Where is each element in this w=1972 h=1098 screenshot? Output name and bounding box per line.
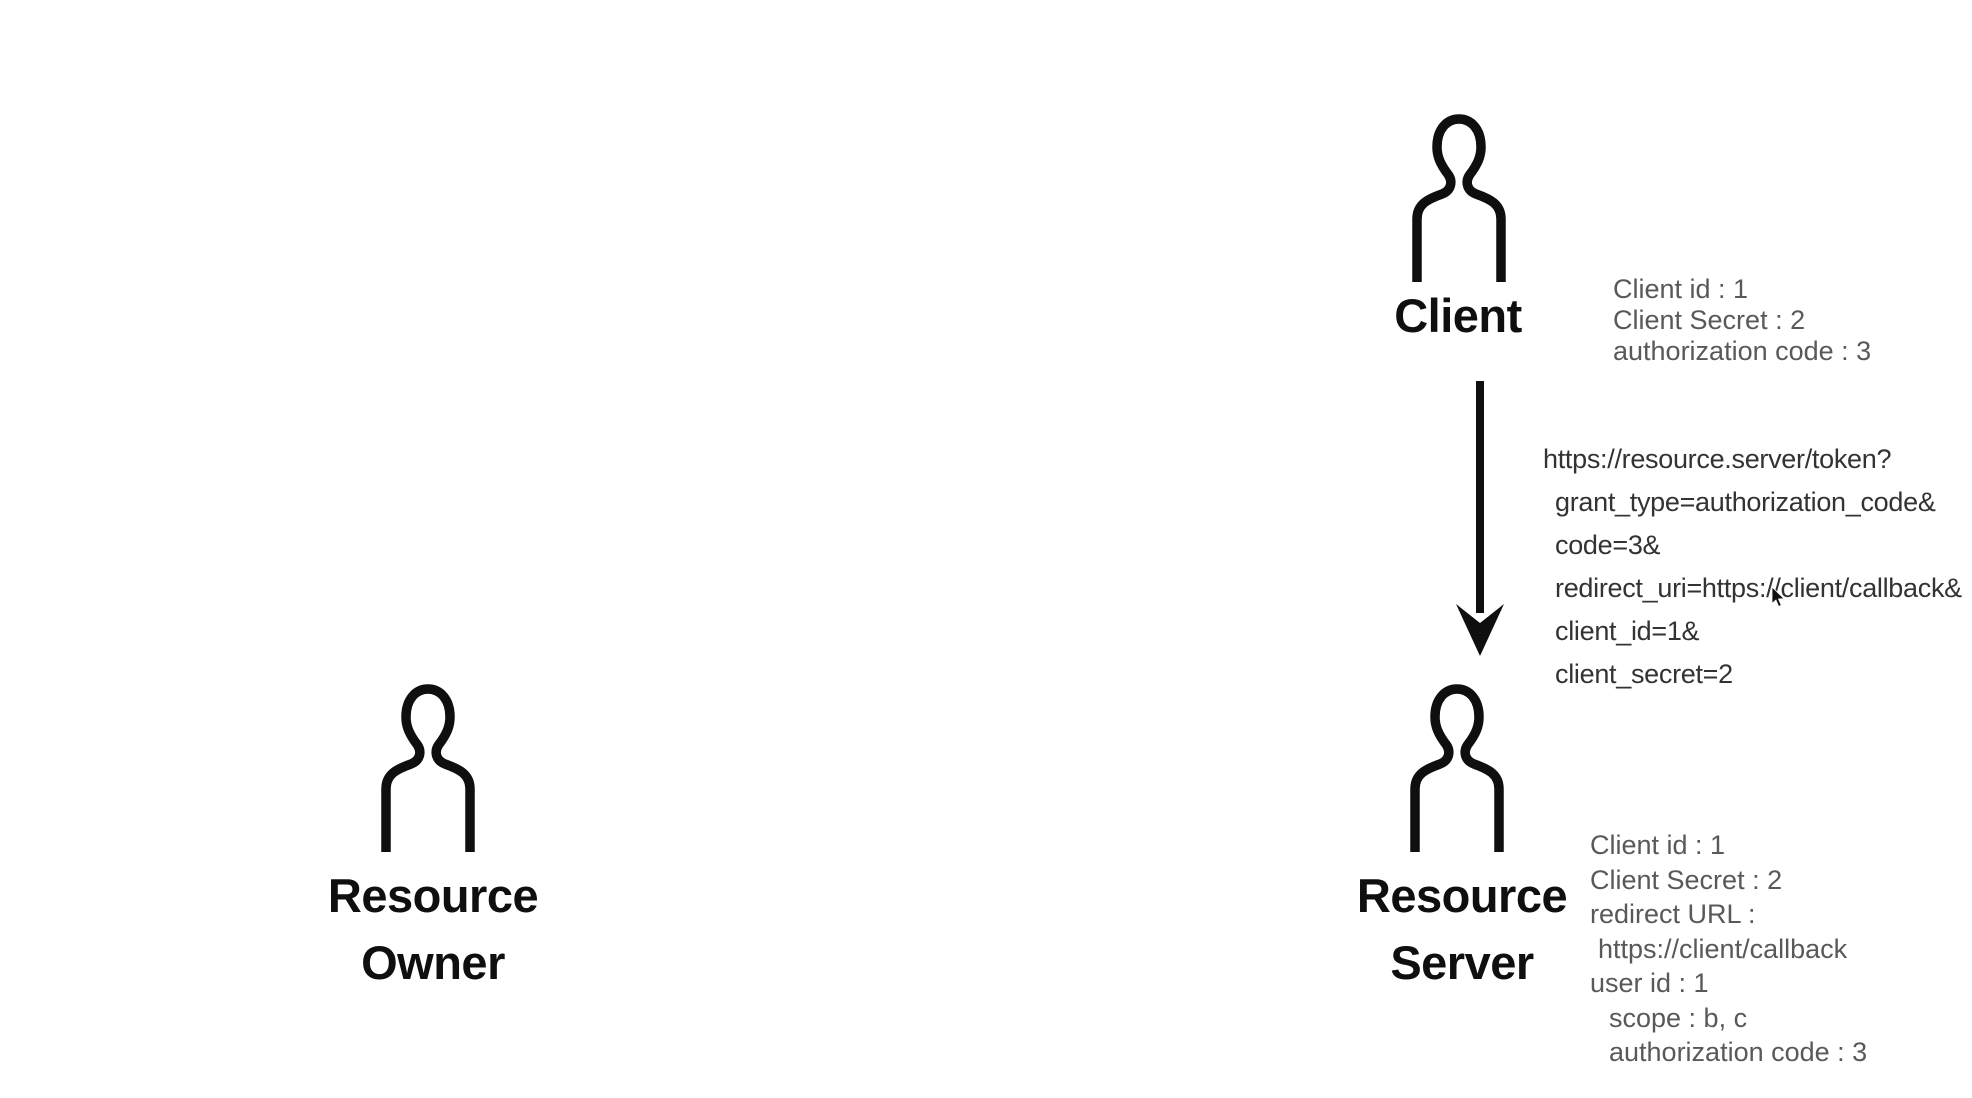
server-info-line: scope : b, c xyxy=(1609,1002,1748,1033)
server-info-line: user id : 1 xyxy=(1590,968,1709,998)
resource-server-label-line2: Server xyxy=(1390,936,1534,989)
token-request-line: https://resource.server/token? xyxy=(1543,444,1892,474)
resource-server-label-line1: Resource xyxy=(1356,869,1568,922)
token-request-line: code=3& xyxy=(1555,530,1661,560)
server-info-line: Client id : 1 xyxy=(1590,830,1726,860)
resource-server-person-icon xyxy=(1402,682,1512,854)
server-info-line: Client Secret : 2 xyxy=(1590,864,1783,895)
client-info-line: Client id : 1 xyxy=(1613,274,1749,304)
client-label: Client xyxy=(1394,289,1522,342)
server-info-line: redirect URL : xyxy=(1590,899,1756,929)
token-request-block: https://resource.server/token? grant_typ… xyxy=(1543,438,1962,696)
resource-owner-label-line2: Owner xyxy=(361,936,505,989)
arrow-down-icon xyxy=(1452,381,1508,657)
client-info-line: Client Secret : 2 xyxy=(1613,305,1806,335)
server-info-block: Client id : 1 Client Secret : 2 redirect… xyxy=(1590,828,1867,1070)
client-info-line: authorization code : 3 xyxy=(1613,336,1872,366)
mouse-cursor-icon xyxy=(1772,587,1786,608)
token-request-line: redirect_uri=https://client/callback& xyxy=(1555,573,1962,603)
resource-owner-label: Resource Owner xyxy=(303,862,563,996)
resource-owner-label-line1: Resource xyxy=(327,869,539,922)
resource-server-label: Resource Server xyxy=(1332,862,1592,996)
resource-owner-person-icon xyxy=(373,682,483,854)
server-info-line: authorization code : 3 xyxy=(1609,1037,1868,1067)
client-info-block: Client id : 1 Client Secret : 2 authoriz… xyxy=(1613,274,1871,367)
client-person-icon xyxy=(1404,112,1514,284)
server-info-line: https://client/callback xyxy=(1598,933,1848,964)
token-request-line: grant_type=authorization_code& xyxy=(1555,487,1936,517)
token-request-line: client_id=1& xyxy=(1555,616,1700,646)
token-request-line: client_secret=2 xyxy=(1555,659,1733,689)
